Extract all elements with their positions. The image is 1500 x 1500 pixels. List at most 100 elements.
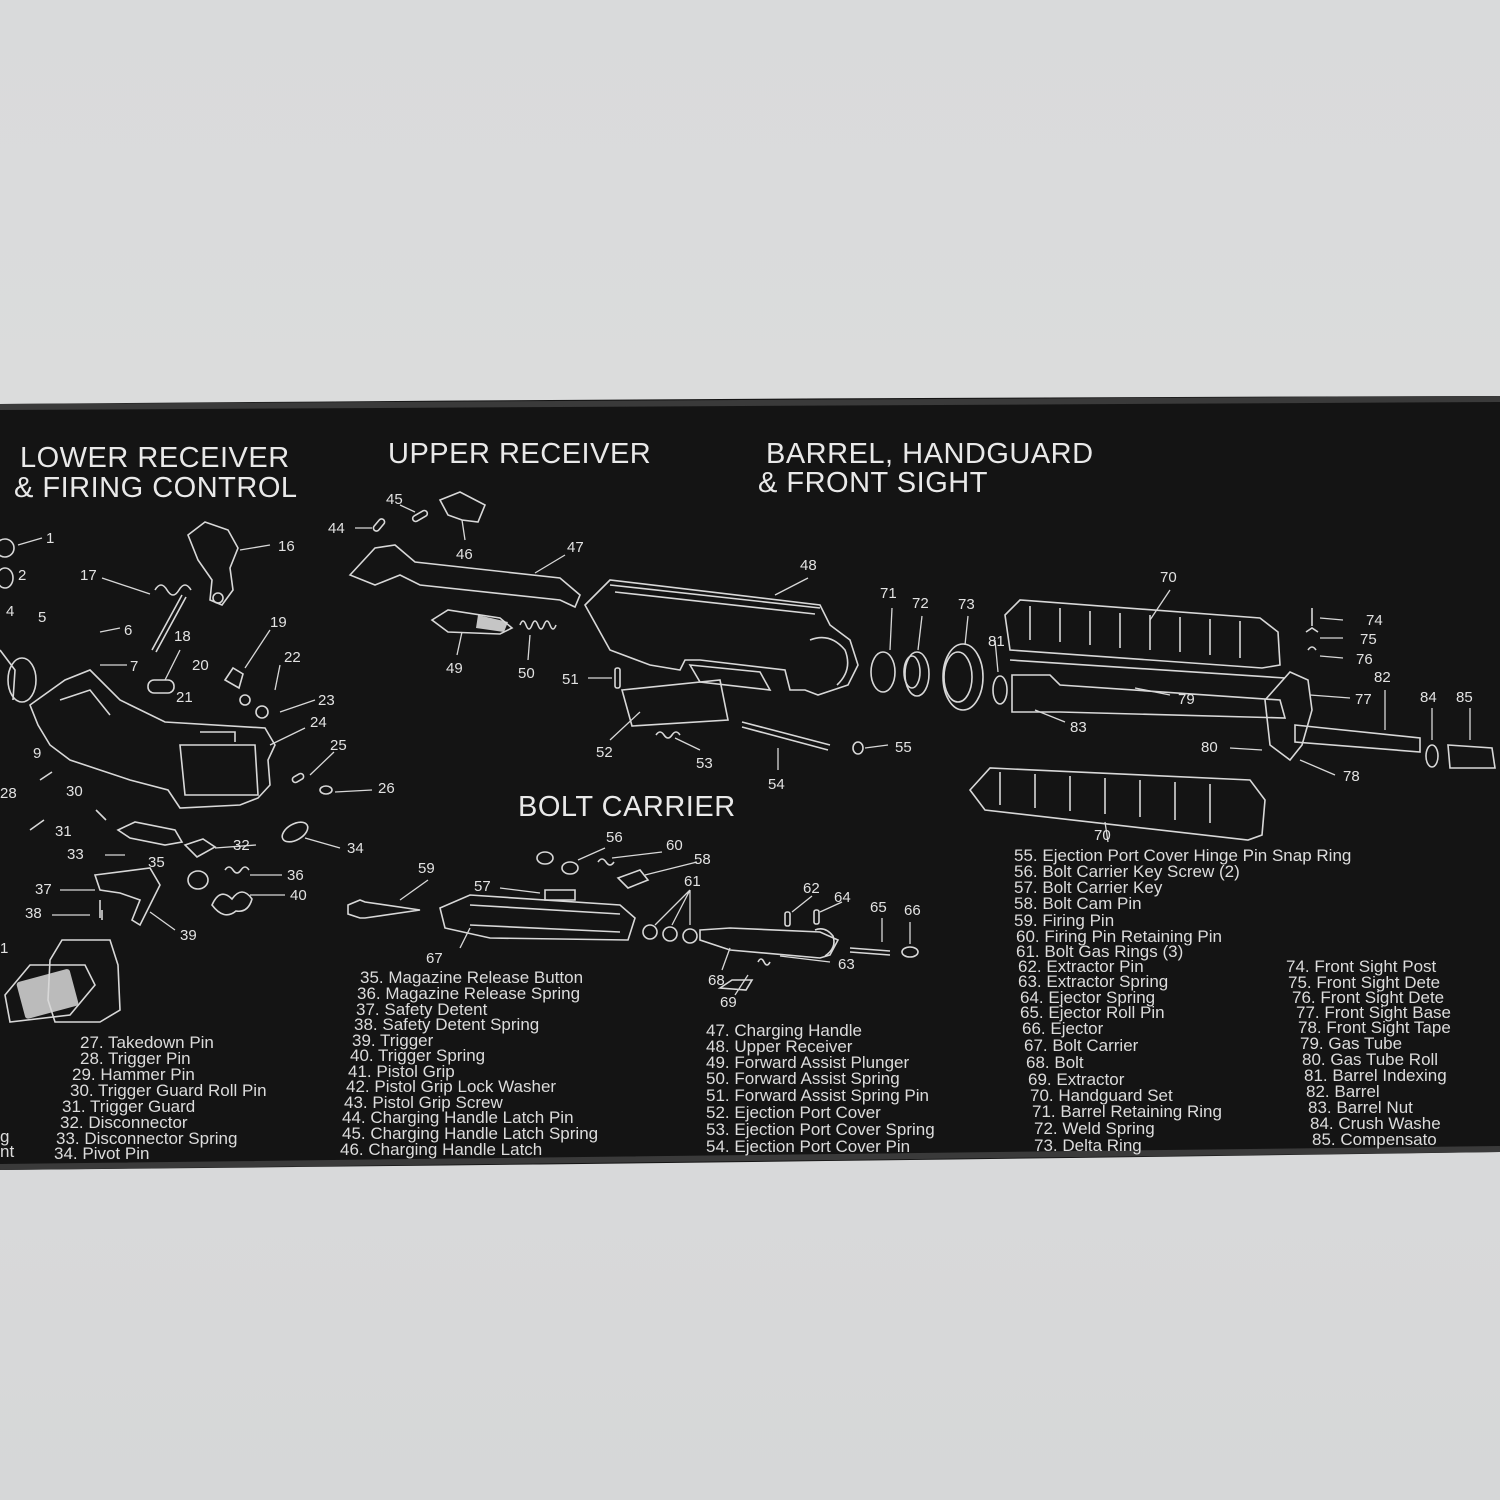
lower-receiver-title: LOWER RECEIVER — [20, 442, 290, 474]
callout-83: 83 — [1070, 719, 1087, 736]
list-item: 35. Magazine Release Button — [360, 968, 583, 987]
callout-33: 33 — [67, 846, 84, 863]
list-item: 72. Weld Spring — [1034, 1119, 1155, 1138]
callout-72: 72 — [912, 595, 929, 612]
list-item: 85. Compensato — [1312, 1130, 1437, 1149]
list-item: 56. Bolt Carrier Key Screw (2) — [1014, 862, 1240, 881]
lower-receiver-parts-drawing — [0, 521, 333, 1023]
list-item: 67. Bolt Carrier — [1024, 1036, 1139, 1055]
list-item: 84. Crush Washe — [1310, 1114, 1441, 1133]
callout-79: 79 — [1178, 691, 1195, 708]
bolt-carrier-title: BOLT CARRIER — [518, 791, 736, 823]
callout-25: 25 — [330, 737, 347, 754]
list-item: 39. Trigger — [352, 1031, 434, 1050]
list-item: 66. Ejector — [1022, 1019, 1104, 1038]
callout-34: 34 — [347, 840, 364, 857]
list-item: 70. Handguard Set — [1030, 1086, 1173, 1105]
callout-81: 81 — [988, 633, 1005, 650]
callout-84: 84 — [1420, 689, 1437, 706]
list-item: 52. Ejection Port Cover — [706, 1103, 881, 1122]
list-item: 83. Barrel Nut — [1308, 1098, 1413, 1117]
callout-80: 80 — [1201, 739, 1218, 756]
parts-list-col3: 47. Charging Handle 48. Upper Receiver 4… — [706, 1021, 935, 1156]
list-item: 60. Firing Pin Retaining Pin — [1016, 927, 1222, 946]
list-item: 54. Ejection Port Cover Pin — [706, 1137, 910, 1156]
list-item: 42. Pistol Grip Lock Washer — [346, 1077, 556, 1096]
parts-list-col2: 35. Magazine Release Button 36. Magazine… — [340, 968, 598, 1159]
list-item: 81. Barrel Indexing — [1304, 1066, 1447, 1085]
callout-73: 73 — [958, 596, 975, 613]
list-item: 51. Forward Assist Spring Pin — [706, 1086, 929, 1105]
callout-52: 52 — [596, 744, 613, 761]
callout-74: 74 — [1366, 612, 1383, 629]
callout-64: 64 — [834, 889, 851, 906]
list-item: 57. Bolt Carrier Key — [1014, 878, 1163, 897]
callout-77: 77 — [1355, 691, 1372, 708]
callout-76: 76 — [1356, 651, 1373, 668]
list-item: 65. Ejector Roll Pin — [1020, 1003, 1165, 1022]
list-item: 59. Firing Pin — [1014, 911, 1114, 930]
callout-60: 60 — [666, 837, 683, 854]
callout-7: 7 — [130, 658, 138, 675]
list-item: 73. Delta Ring — [1034, 1136, 1142, 1155]
callout-16: 16 — [278, 538, 295, 555]
list-item: 36. Magazine Release Spring — [357, 984, 580, 1003]
callout-57: 57 — [474, 878, 491, 895]
callout-62: 62 — [803, 880, 820, 897]
list-item: 68. Bolt — [1026, 1053, 1084, 1072]
callout-47: 47 — [567, 539, 584, 556]
callout-48: 48 — [800, 557, 817, 574]
list-item: 82. Barrel — [1306, 1082, 1380, 1101]
callout-58: 58 — [694, 851, 711, 868]
list-item: 41. Pistol Grip — [348, 1062, 455, 1081]
callout-63: 63 — [838, 956, 855, 973]
callout-4: 4 — [6, 603, 14, 620]
callout-35: 35 — [148, 854, 165, 871]
list-item: 62. Extractor Pin — [1018, 957, 1144, 976]
list-item: 46. Charging Handle Latch — [340, 1140, 542, 1159]
callout-65: 65 — [870, 899, 887, 916]
callout-78: 78 — [1343, 768, 1360, 785]
callout-54: 54 — [768, 776, 785, 793]
parts-list-col1: 27. Takedown Pin 28. Trigger Pin 29. Ham… — [0, 1033, 267, 1163]
callout-30: 30 — [66, 783, 83, 800]
list-item: 78. Front Sight Tape — [1298, 1018, 1451, 1037]
callout-53: 53 — [696, 755, 713, 772]
callout-32: 32 — [233, 837, 250, 854]
list-item-cropped: g — [0, 1127, 9, 1146]
barrel-parts-drawing — [870, 599, 1496, 841]
list-item: 48. Upper Receiver — [706, 1037, 853, 1056]
callout-39: 39 — [180, 927, 197, 944]
callout-55: 55 — [895, 739, 912, 756]
list-item: 38. Safety Detent Spring — [354, 1015, 539, 1034]
list-item: 27. Takedown Pin — [80, 1033, 214, 1052]
callout-45: 45 — [386, 491, 403, 508]
list-item: 32. Disconnector — [60, 1113, 188, 1132]
list-item: 53. Ejection Port Cover Spring — [706, 1120, 935, 1139]
list-item: 45. Charging Handle Latch Spring — [342, 1124, 598, 1143]
list-item: 50. Forward Assist Spring — [706, 1069, 900, 1088]
list-item: 33. Disconnector Spring — [56, 1129, 237, 1148]
callout-75: 75 — [1360, 631, 1377, 648]
callout-17: 17 — [80, 567, 97, 584]
callout-22: 22 — [284, 649, 301, 666]
callout-26: 26 — [378, 780, 395, 797]
list-item: 31. Trigger Guard — [62, 1097, 195, 1116]
parts-list-col5: 74. Front Sight Post 75. Front Sight Det… — [1286, 957, 1451, 1149]
callout-19: 19 — [270, 614, 287, 631]
callout-82: 82 — [1374, 669, 1391, 686]
list-item: 44. Charging Handle Latch Pin — [342, 1108, 574, 1127]
list-item: 63. Extractor Spring — [1018, 972, 1168, 991]
callout-18: 18 — [174, 628, 191, 645]
list-item: 55. Ejection Port Cover Hinge Pin Snap R… — [1014, 846, 1351, 865]
callout-38: 38 — [25, 905, 42, 922]
list-item: 47. Charging Handle — [706, 1021, 862, 1040]
callout-20: 20 — [192, 657, 209, 674]
callout-85: 85 — [1456, 689, 1473, 706]
list-item: 77. Front Sight Base — [1296, 1003, 1451, 1022]
list-item: 49. Forward Assist Plunger — [706, 1053, 909, 1072]
callout-51: 51 — [562, 671, 579, 688]
callout-61: 61 — [684, 873, 701, 890]
callout-23: 23 — [318, 692, 335, 709]
